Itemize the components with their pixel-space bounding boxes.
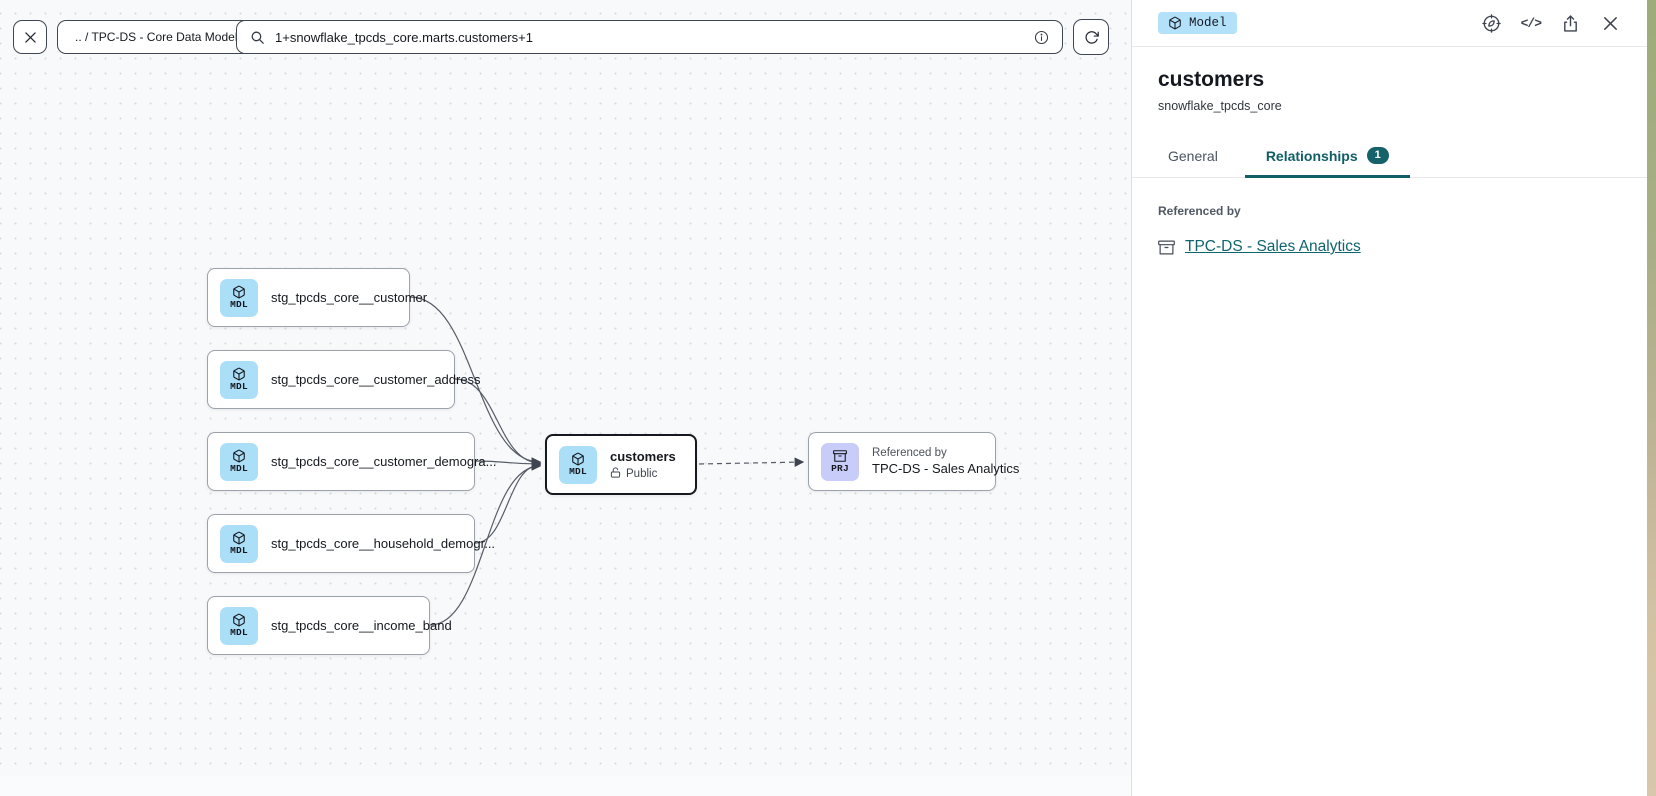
desktop-wallpaper-edge — [1647, 0, 1656, 796]
graph-node-stg-tpcds-core-customer-address[interactable]: MDL stg_tpcds_core__customer_address — [207, 350, 481, 409]
resource-type-label: Model — [1189, 16, 1227, 30]
relationships-tab-content: Referenced by TPC-DS - Sales Analytics — [1132, 178, 1647, 282]
node-label: stg_tpcds_core__customer_address — [271, 372, 481, 387]
lineage-toolbar: .. / TPC-DS - Core Data Models — [0, 0, 1131, 70]
relationships-count-badge: 1 — [1366, 147, 1389, 164]
breadcrumb[interactable]: .. / TPC-DS - Core Data Models — [57, 20, 262, 54]
graph-node-stg-tpcds-core-customer[interactable]: MDL stg_tpcds_core__customer — [207, 268, 427, 327]
lineage-search[interactable] — [236, 20, 1063, 54]
refresh-button[interactable] — [1073, 19, 1109, 55]
code-icon[interactable]: </> — [1520, 15, 1542, 31]
resource-type-badge: Model — [1158, 12, 1237, 34]
cube-icon — [1169, 16, 1181, 30]
panel-tabs: General Relationships 1 — [1132, 137, 1647, 178]
graph-node-stg-tpcds-core-household-demographics[interactable]: MDL stg_tpcds_core__household_demogr... — [207, 514, 495, 573]
reference-row: TPC-DS - Sales Analytics — [1158, 238, 1621, 256]
panel-subtitle: snowflake_tpcds_core — [1158, 99, 1282, 113]
panel-actions: </> — [1481, 13, 1621, 34]
node-access: Public — [610, 466, 676, 481]
graph-node-stg-tpcds-core-income-band[interactable]: MDL stg_tpcds_core__income_band — [207, 596, 452, 655]
graph-node-tpcds-sales-analytics[interactable]: PRJ Referenced by TPC-DS - Sales Analytics — [808, 432, 1019, 491]
panel-title: customers — [1158, 68, 1265, 91]
referenced-by-label: Referenced by — [1158, 204, 1241, 218]
archive-icon — [1158, 239, 1175, 256]
info-icon[interactable] — [1033, 29, 1050, 46]
panel-title-block: customers snowflake_tpcds_core — [1132, 47, 1647, 113]
cube-icon: MDL — [220, 442, 258, 481]
cube-icon: MDL — [559, 445, 597, 484]
node-meta: Referenced by — [872, 447, 947, 459]
cube-icon: MDL — [220, 524, 258, 563]
cube-icon: MDL — [220, 360, 258, 399]
panel-header: Model </> — [1132, 0, 1647, 47]
details-panel: Model </> customers snowflake_tpcds — [1131, 0, 1647, 796]
tab-relationships-label: Relationships — [1265, 147, 1358, 164]
search-icon — [251, 31, 264, 44]
referenced-project-link[interactable]: TPC-DS - Sales Analytics — [1185, 238, 1361, 255]
close-panel-icon[interactable] — [1600, 13, 1621, 34]
unlock-icon — [610, 466, 621, 481]
graph-node-stg-tpcds-core-customer-demographics[interactable]: MDL stg_tpcds_core__customer_demogra... — [207, 432, 496, 491]
cube-icon: MDL — [220, 606, 258, 645]
node-label: TPC-DS - Sales Analytics — [872, 461, 1020, 476]
node-label: customers — [610, 448, 676, 464]
tab-relationships[interactable]: Relationships 1 — [1242, 137, 1413, 178]
close-icon — [24, 31, 36, 43]
explore-lineage-icon[interactable] — [1481, 13, 1502, 34]
node-label: stg_tpcds_core__customer — [271, 290, 428, 305]
search-input[interactable] — [275, 29, 1024, 45]
refresh-icon — [1084, 30, 1099, 44]
tab-general[interactable]: General — [1168, 147, 1218, 164]
share-icon[interactable] — [1560, 13, 1581, 34]
node-label: stg_tpcds_core__customer_demogra... — [271, 454, 497, 469]
node-label: stg_tpcds_core__income_band — [271, 618, 452, 633]
archive-icon: PRJ — [821, 442, 859, 481]
close-lineage-button[interactable] — [13, 20, 47, 54]
node-label: stg_tpcds_core__household_demogr... — [271, 536, 496, 551]
cube-icon: MDL — [220, 278, 258, 317]
